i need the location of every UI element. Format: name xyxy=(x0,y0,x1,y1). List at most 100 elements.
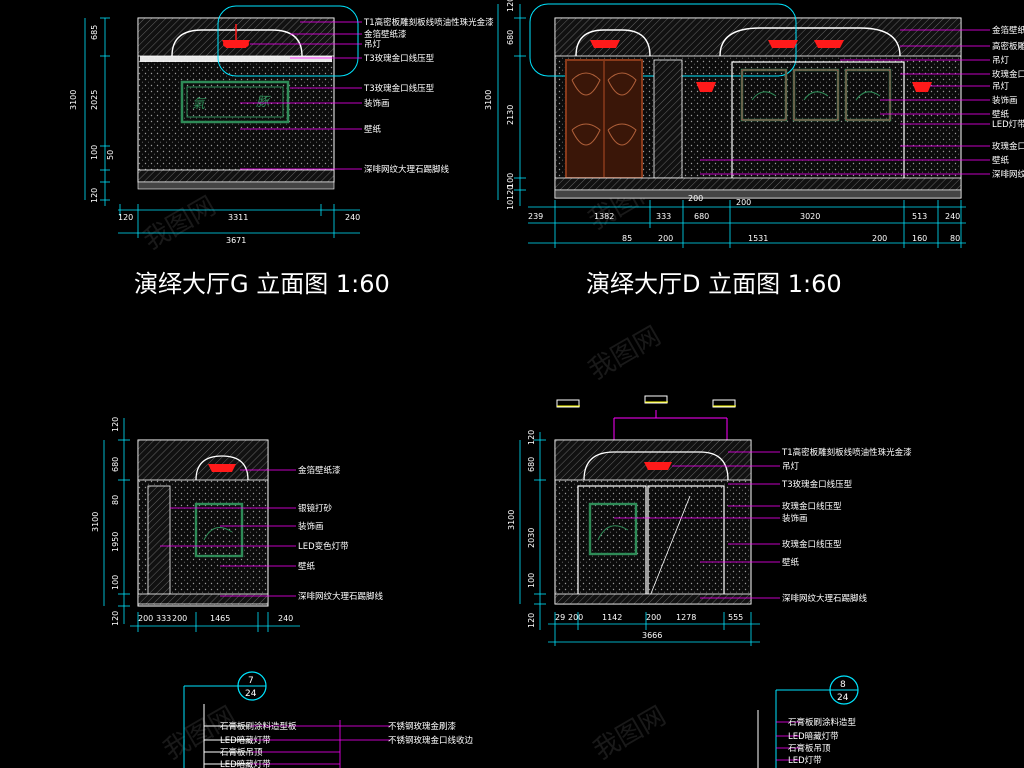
dimension-text: 333 xyxy=(656,212,671,221)
dimension-text: 100 xyxy=(111,575,120,590)
arched-moulding xyxy=(583,451,729,481)
dimension-text: 80 xyxy=(950,234,960,243)
dimension-text: 1950 xyxy=(111,532,120,552)
dimension-text: 120 xyxy=(111,417,120,432)
material-label: 玫瑰金口线 xyxy=(992,69,1024,80)
material-label: 装饰画 xyxy=(298,521,324,532)
floor-line xyxy=(137,181,335,190)
vertical-dimension-lines xyxy=(103,418,130,624)
frosted-mirror-panel xyxy=(147,485,171,597)
dimension-text: 240 xyxy=(945,212,960,221)
horizontal-dimension-lines xyxy=(130,612,300,632)
painting-inner-frame xyxy=(186,86,284,118)
cornice-line xyxy=(140,56,332,62)
material-label: 石膏板吊顶 xyxy=(220,747,263,758)
dimension-text: 120 xyxy=(506,185,515,200)
dimension-text: 3100 xyxy=(91,512,100,532)
dimension-text: 680 xyxy=(694,212,709,221)
dimension-text: 85 xyxy=(622,234,632,243)
material-label: 壁纸 xyxy=(782,557,800,568)
dimension-text: 160 xyxy=(912,234,927,243)
dimension-text: 240 xyxy=(345,213,360,222)
material-label: 石膏板刷涂料造型板 xyxy=(220,721,297,732)
material-label: 深啡网纹 xyxy=(992,169,1024,180)
material-label: 壁纸 xyxy=(298,561,316,572)
detail-section-right: 8 24 石膏板刷涂料造型 LED暗藏灯带 石膏板吊顶 LED灯带 xyxy=(757,675,859,768)
ceiling-marker-icon xyxy=(556,395,736,408)
dimension-text: 200 xyxy=(736,198,751,207)
material-label: 吊灯 xyxy=(782,461,800,472)
material-label: T3玫瑰金口线压型 xyxy=(363,83,435,94)
material-label: 装饰画 xyxy=(364,98,390,109)
wall-sconce-icon xyxy=(696,82,932,92)
dimension-text: 200 xyxy=(172,614,187,623)
watermark-text: 我图网 xyxy=(589,701,672,766)
watermark-text: 我图网 xyxy=(139,191,222,256)
arched-moulding xyxy=(719,27,901,57)
dimension-text: 239 xyxy=(528,212,543,221)
painting-calligraphy: 氣 xyxy=(192,97,207,112)
material-label: T1高密板雕刻板线喷油性珠光金漆 xyxy=(363,17,494,28)
elevation-f: T1高密板雕刻板线喷油性珠光金漆 吊灯 T3玫瑰金口线压型 玫瑰金口线压型 装饰… xyxy=(507,395,912,646)
elevation-g: 氣 豚 T1高密板雕刻板线喷油性珠光金漆 金箔壁纸漆 吊灯 T3玫瑰金口线压型 … xyxy=(69,5,494,298)
material-label: LED暗藏灯带 xyxy=(220,735,271,746)
arched-moulding xyxy=(171,29,303,57)
vertical-dimension-lines xyxy=(497,4,526,206)
dimension-text: 100 xyxy=(90,145,99,160)
marble-baseboard xyxy=(554,177,962,191)
material-label: 壁纸 xyxy=(992,155,1010,166)
dimension-text: 3311 xyxy=(228,213,248,222)
arched-moulding xyxy=(195,455,249,481)
dimension-text: 120 xyxy=(118,213,133,222)
elevation-d: 金箔壁纸漆 高密板雕刻 吊灯 玫瑰金口线 吊灯 装饰画 壁纸 LED灯带 玫瑰金… xyxy=(484,0,1024,298)
leader-lines xyxy=(776,721,800,761)
annotation-labels: T1高密板雕刻板线喷油性珠光金漆 吊灯 T3玫瑰金口线压型 玫瑰金口线压型 装饰… xyxy=(781,447,912,604)
dimension-text: 100 xyxy=(506,173,515,188)
dimension-text: 1465 xyxy=(210,614,230,623)
horizontal-dimension-lines xyxy=(548,612,760,646)
dimension-text: 29 xyxy=(555,613,565,622)
dimension-text: 1382 xyxy=(594,212,614,221)
dimension-text: 333 xyxy=(156,614,171,623)
material-label: 金箔壁纸漆 xyxy=(364,29,407,40)
material-label: 玫瑰金口线 xyxy=(992,141,1024,152)
material-label: 吊灯 xyxy=(992,55,1010,66)
dimension-text: 3100 xyxy=(69,90,78,110)
dimension-text: 3666 xyxy=(642,631,662,640)
material-label: LED暗藏灯带 xyxy=(788,731,839,742)
dimension-text: 200 xyxy=(688,194,703,203)
dimension-text: 120 xyxy=(506,0,515,12)
annotation-labels: 金箔壁纸漆 银镜打砂 装饰画 LED变色灯带 壁纸 深啡网纹大理石踢脚线 xyxy=(298,465,384,602)
material-label: 石膏板吊顶 xyxy=(788,743,831,754)
dimension-text: 2130 xyxy=(506,105,515,125)
leader-lines xyxy=(700,29,990,175)
material-label: 吊灯 xyxy=(992,81,1010,92)
material-label: 金箔壁纸漆 xyxy=(992,25,1024,36)
dimension-text: 3100 xyxy=(484,90,493,110)
leader-lines xyxy=(614,451,780,599)
drawing-title: 演绎大厅G 立面图 1:60 xyxy=(134,270,390,298)
decorative-painting xyxy=(180,80,290,124)
horizontal-dimension-lines xyxy=(118,204,360,238)
ceiling-band xyxy=(554,439,752,481)
material-label: 不锈钢玫瑰金刷漆 xyxy=(388,721,457,732)
callout-sheet: 24 xyxy=(837,693,849,703)
dimension-text: 200 xyxy=(138,614,153,623)
material-label: 吊灯 xyxy=(364,39,382,50)
callout-sheet: 24 xyxy=(245,689,257,699)
dimension-text: 513 xyxy=(912,212,927,221)
dimension-text: 240 xyxy=(278,614,293,623)
material-label: LED灯带 xyxy=(992,119,1024,130)
material-label: 金箔壁纸漆 xyxy=(298,465,341,476)
dimension-text: 680 xyxy=(527,457,536,472)
material-label: 深啡网纹大理石踢脚线 xyxy=(298,591,384,602)
decorative-paintings xyxy=(740,68,892,122)
door-carving xyxy=(571,72,637,146)
marble-baseboard xyxy=(137,593,269,605)
drawing-title: 演绎大厅D 立面图 1:60 xyxy=(586,270,842,298)
detail-section-left: 7 24 石膏板刷涂料造型板 LED暗藏灯带 石膏板吊顶 LED暗藏灯带 不锈钢… xyxy=(183,671,474,768)
dimension-text: 80 xyxy=(111,495,120,505)
material-label: 石膏板刷涂料造型 xyxy=(788,717,857,728)
dimension-text: 120 xyxy=(111,611,120,626)
dimension-text: 120 xyxy=(527,613,536,628)
